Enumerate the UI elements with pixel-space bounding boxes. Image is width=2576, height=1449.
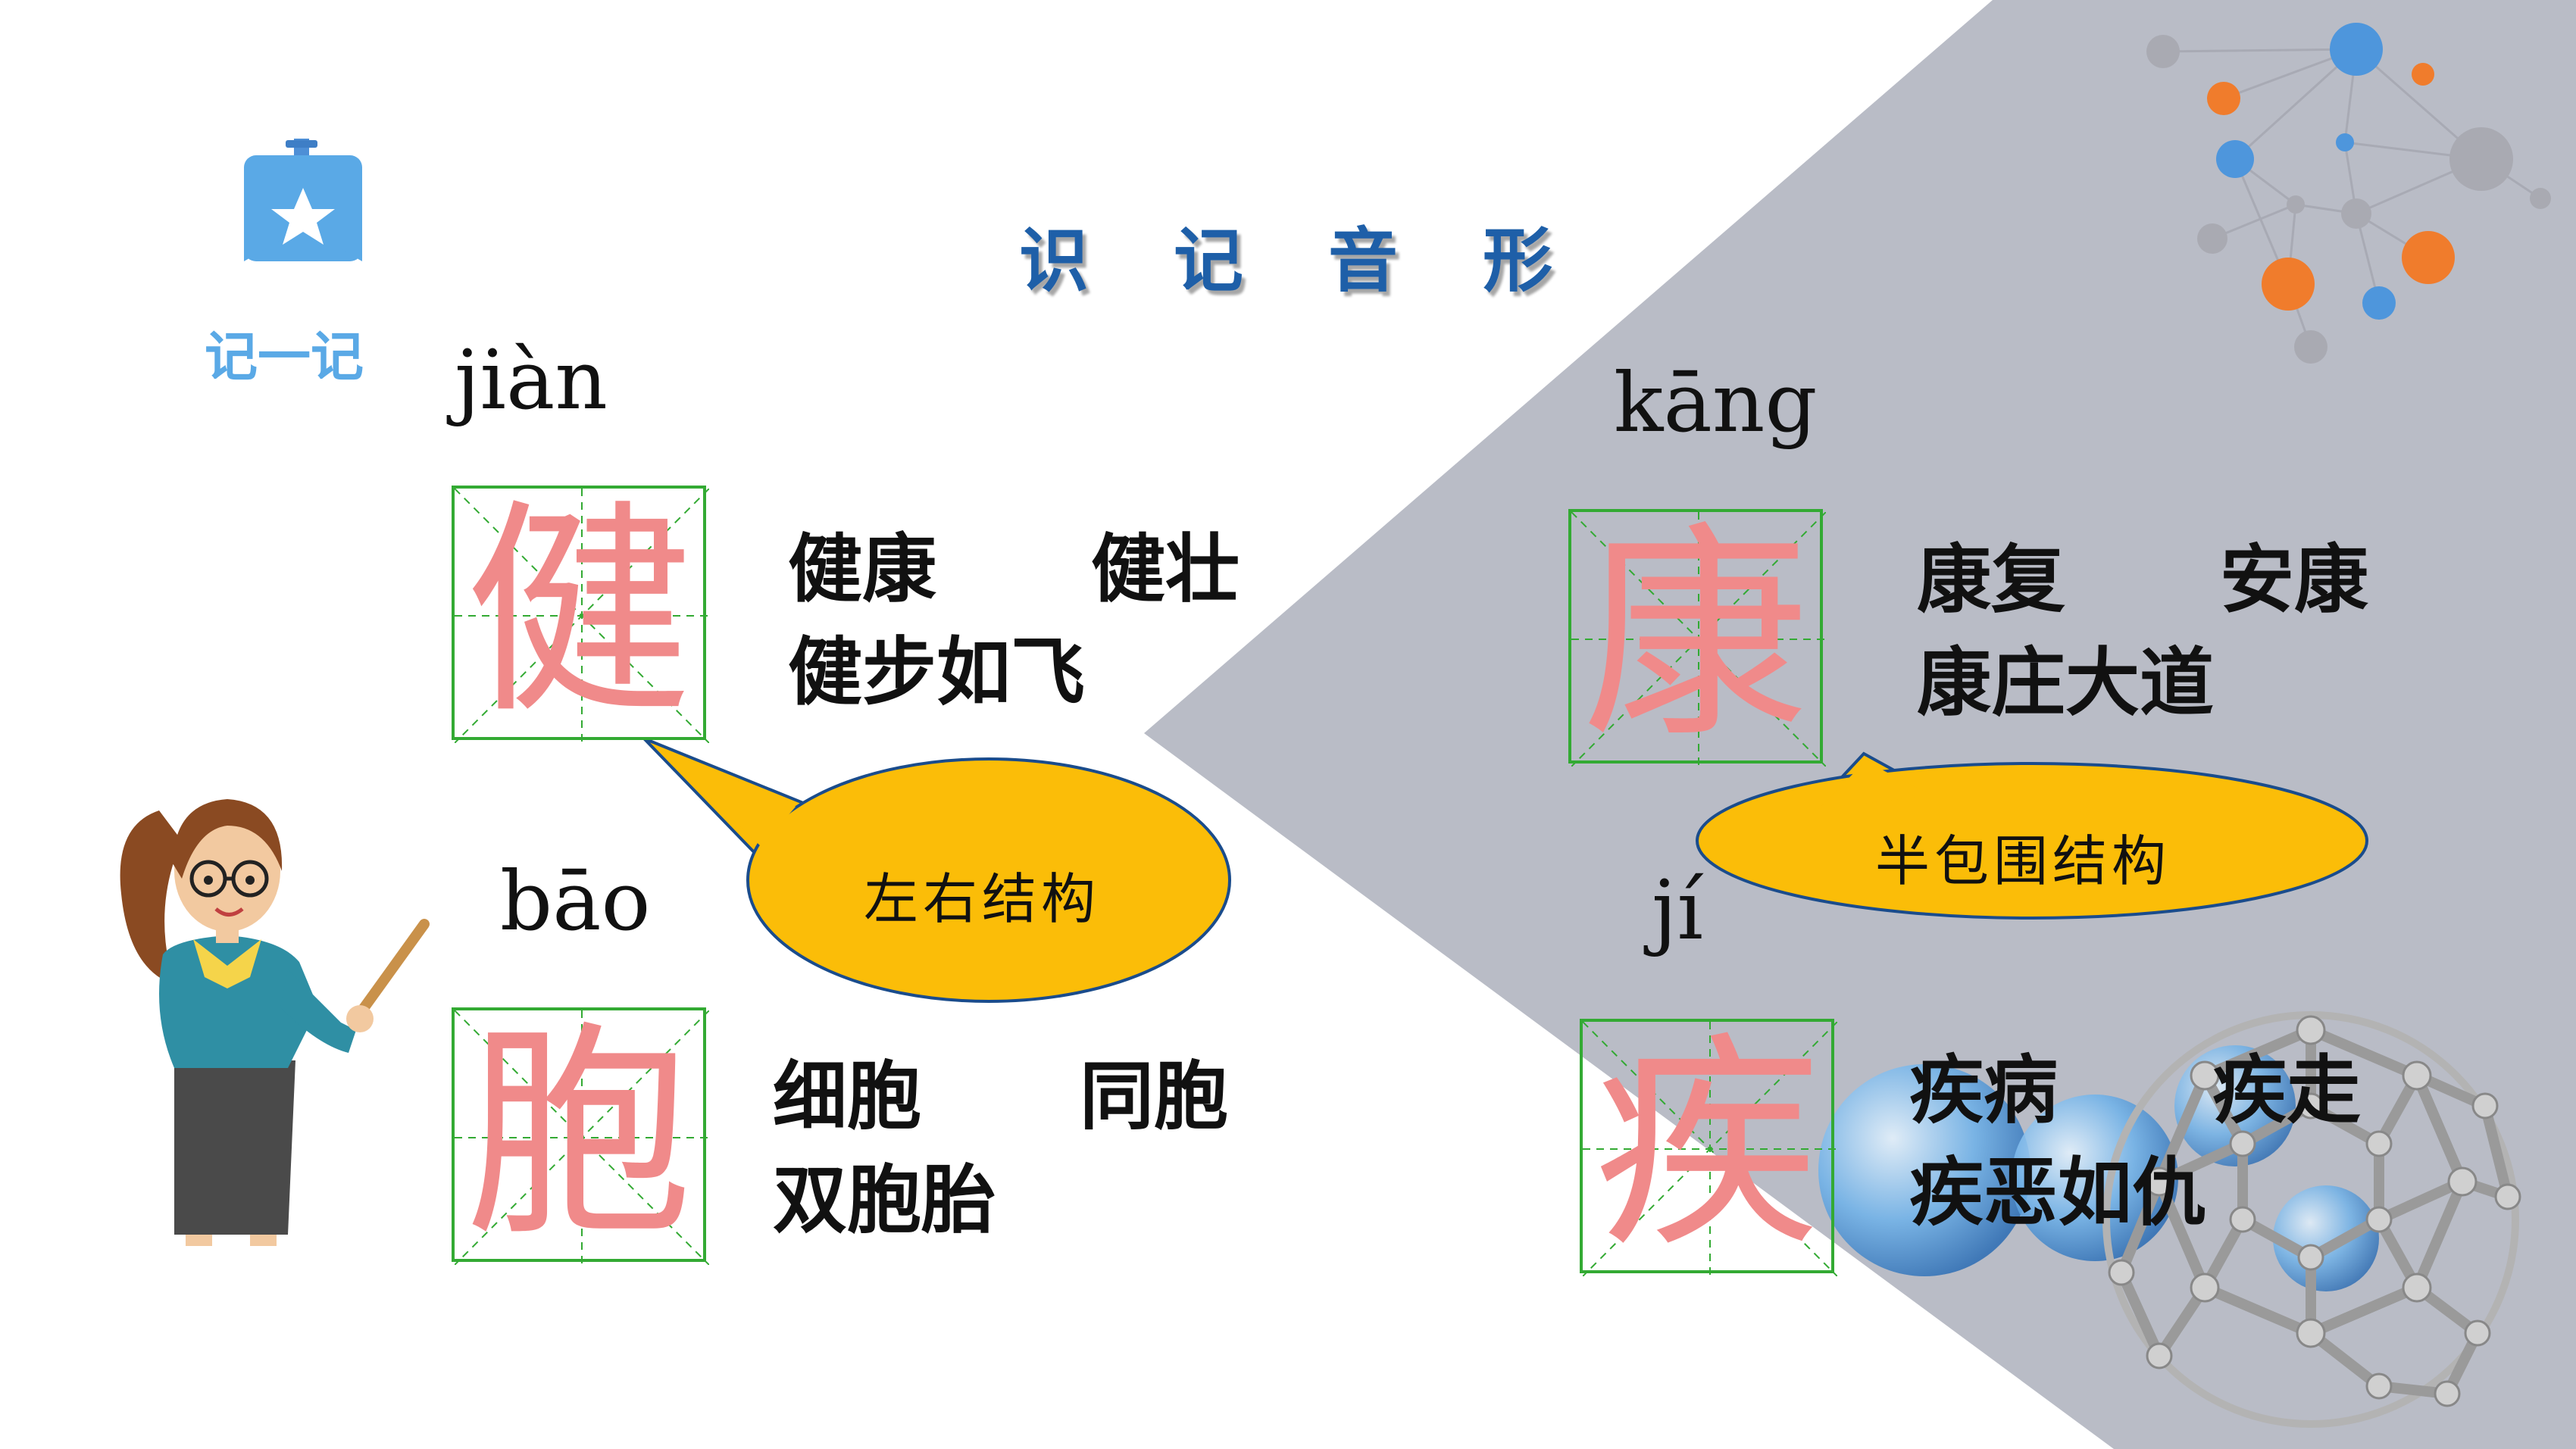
star-badge-icon — [244, 139, 362, 261]
word-bao-2: 同胞 — [1080, 1054, 1229, 1140]
tianzige-ji: 疾 — [1580, 1013, 1837, 1278]
callout-left-text: 左右结构 — [864, 867, 1101, 931]
word-ji-2: 疾走 — [2212, 1048, 2362, 1134]
word-kang-2: 安康 — [2220, 537, 2369, 623]
slide-title: 识 记 音 形 — [1019, 220, 1568, 301]
word-jian-2: 健壮 — [1091, 526, 1240, 613]
tianzige-grid-lines — [455, 1010, 709, 1265]
callout-bubble-right — [1696, 751, 2368, 920]
word-jian-3: 健步如飞 — [788, 629, 1086, 716]
word-kang-3: 康庄大道 — [1917, 640, 2215, 726]
fullerene-atoms — [2108, 1015, 2521, 1407]
word-ji-1: 疾病 — [1909, 1048, 2059, 1134]
tianzige-kang: 康 — [1568, 504, 1826, 768]
tianzige-grid-lines — [1571, 512, 1826, 767]
pinyin-ji: jí — [1652, 863, 1704, 958]
tianzige-grid-lines — [1583, 1022, 1837, 1276]
tianzige-grid-lines — [455, 489, 709, 743]
pinyin-jian: jiàn — [455, 333, 608, 428]
character-jian: 健 — [465, 480, 692, 745]
word-jian-1: 健康 — [788, 526, 937, 613]
tianzige-jian: 健 — [452, 480, 709, 745]
badge-label: 记一记 — [205, 326, 364, 388]
character-kang: 康 — [1582, 504, 1809, 768]
word-ji-3: 疾恶如仇 — [1909, 1150, 2207, 1236]
pinyin-kang: kāng — [1614, 356, 1818, 451]
tianzige-bao: 胞 — [452, 1002, 709, 1266]
callout-right-text: 半包围结构 — [1875, 829, 2171, 893]
molecule-nodes — [2146, 23, 2551, 364]
teacher-illustration — [120, 799, 430, 1246]
word-kang-1: 康复 — [1917, 537, 2066, 623]
pinyin-bao: bāo — [500, 854, 651, 949]
callout-bubble-left — [642, 737, 1231, 1003]
character-ji: 疾 — [1593, 1013, 1821, 1278]
character-bao: 胞 — [465, 1002, 692, 1266]
word-bao-1: 细胞 — [773, 1054, 922, 1140]
word-bao-3: 双胞胎 — [773, 1157, 996, 1244]
